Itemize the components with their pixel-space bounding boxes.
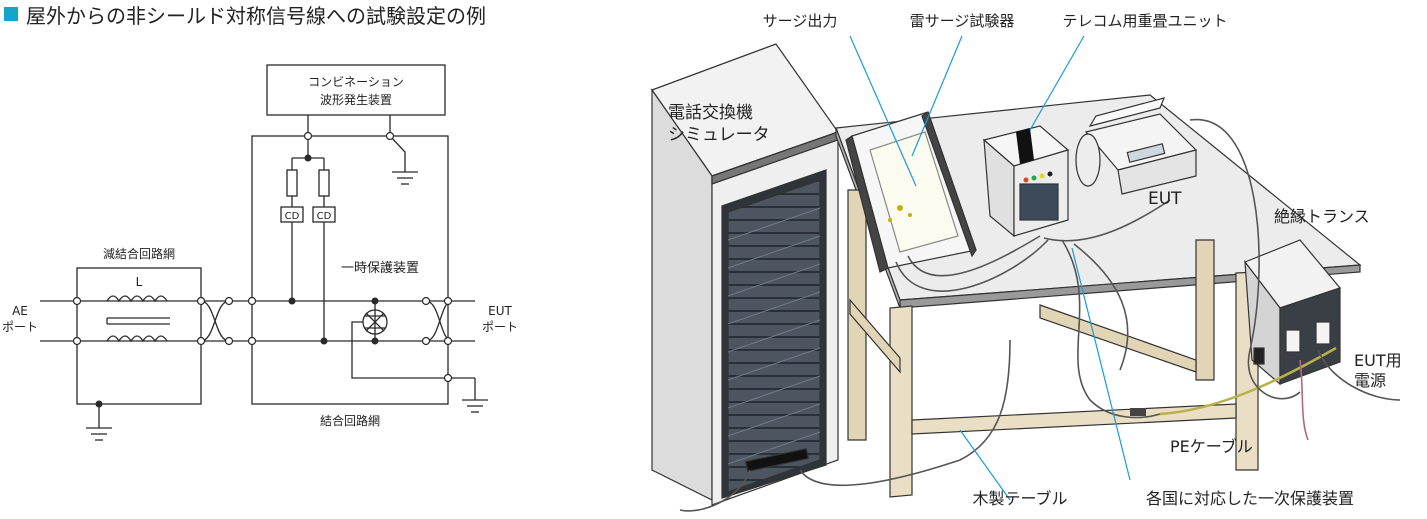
ae-port-label-1: AE <box>12 304 28 318</box>
exchange-label-1: 電話交換機 <box>668 103 753 123</box>
surge-tester-label: 雷サージ試験器 <box>910 12 1015 30</box>
coupling-network-box <box>251 135 449 405</box>
coupling-label: 結合回路網 <box>320 413 380 428</box>
protector-label: 一時保護装置 <box>341 260 419 276</box>
generator-label-1: コンビネーション <box>308 75 404 89</box>
surge-output-label: サージ出力 <box>763 12 838 30</box>
isolation-transformer <box>1244 239 1342 386</box>
decoupling-network-box <box>76 267 202 405</box>
wooden-table-label: 木製テーブル <box>972 489 1067 508</box>
decoupling-label: 減結合回路網 <box>103 246 175 261</box>
iso-transformer-label: 絶縁トランス <box>1274 207 1370 226</box>
generator-box <box>266 64 446 116</box>
surge-tester <box>845 111 977 273</box>
resistor-1 <box>286 169 298 197</box>
pe-cable-label: PEケーブル <box>1170 437 1253 456</box>
title-marker-icon <box>4 7 18 21</box>
resistor-2 <box>318 169 330 197</box>
primary-protector-label: 各国に対応した一次保護装置 <box>1146 489 1354 508</box>
inductor-top <box>106 295 168 303</box>
telecom-unit <box>982 125 1070 238</box>
page-title: 屋外からの非シールド対称信号線への試験設定の例 <box>26 3 486 28</box>
circuit-diagram <box>40 64 488 441</box>
title-bar: 屋外からの非シールド対称信号線への試験設定の例 <box>0 0 486 28</box>
generator-label-2: 波形発生装置 <box>320 93 392 107</box>
junction-dots <box>95 154 379 408</box>
telecom-unit-label: テレコム用重畳ユニット <box>1062 12 1227 30</box>
test-setup-illustration <box>651 35 1401 512</box>
eut-label: EUT <box>1148 189 1182 209</box>
eut-port-label-2: ポート <box>482 320 518 334</box>
cables <box>679 118 1401 512</box>
cd-label-1: CD <box>285 211 300 222</box>
exchange-label-2: シミュレータ <box>668 125 770 145</box>
cd-label-2: CD <box>317 211 332 222</box>
eut-power-label-2: 電源 <box>1354 371 1386 390</box>
callout-lines <box>849 35 1131 501</box>
eut-fax <box>1075 97 1198 195</box>
eut-port-label-1: EUT <box>488 304 512 318</box>
inductor-bottom <box>106 335 168 343</box>
eut-power-label-1: EUT用 <box>1354 351 1402 370</box>
twist-left <box>200 300 230 342</box>
ae-port-label-2: ポート <box>2 320 38 334</box>
terminals <box>72 131 453 383</box>
inductor-label: L <box>136 275 143 289</box>
exchange-cabinet <box>651 43 839 506</box>
